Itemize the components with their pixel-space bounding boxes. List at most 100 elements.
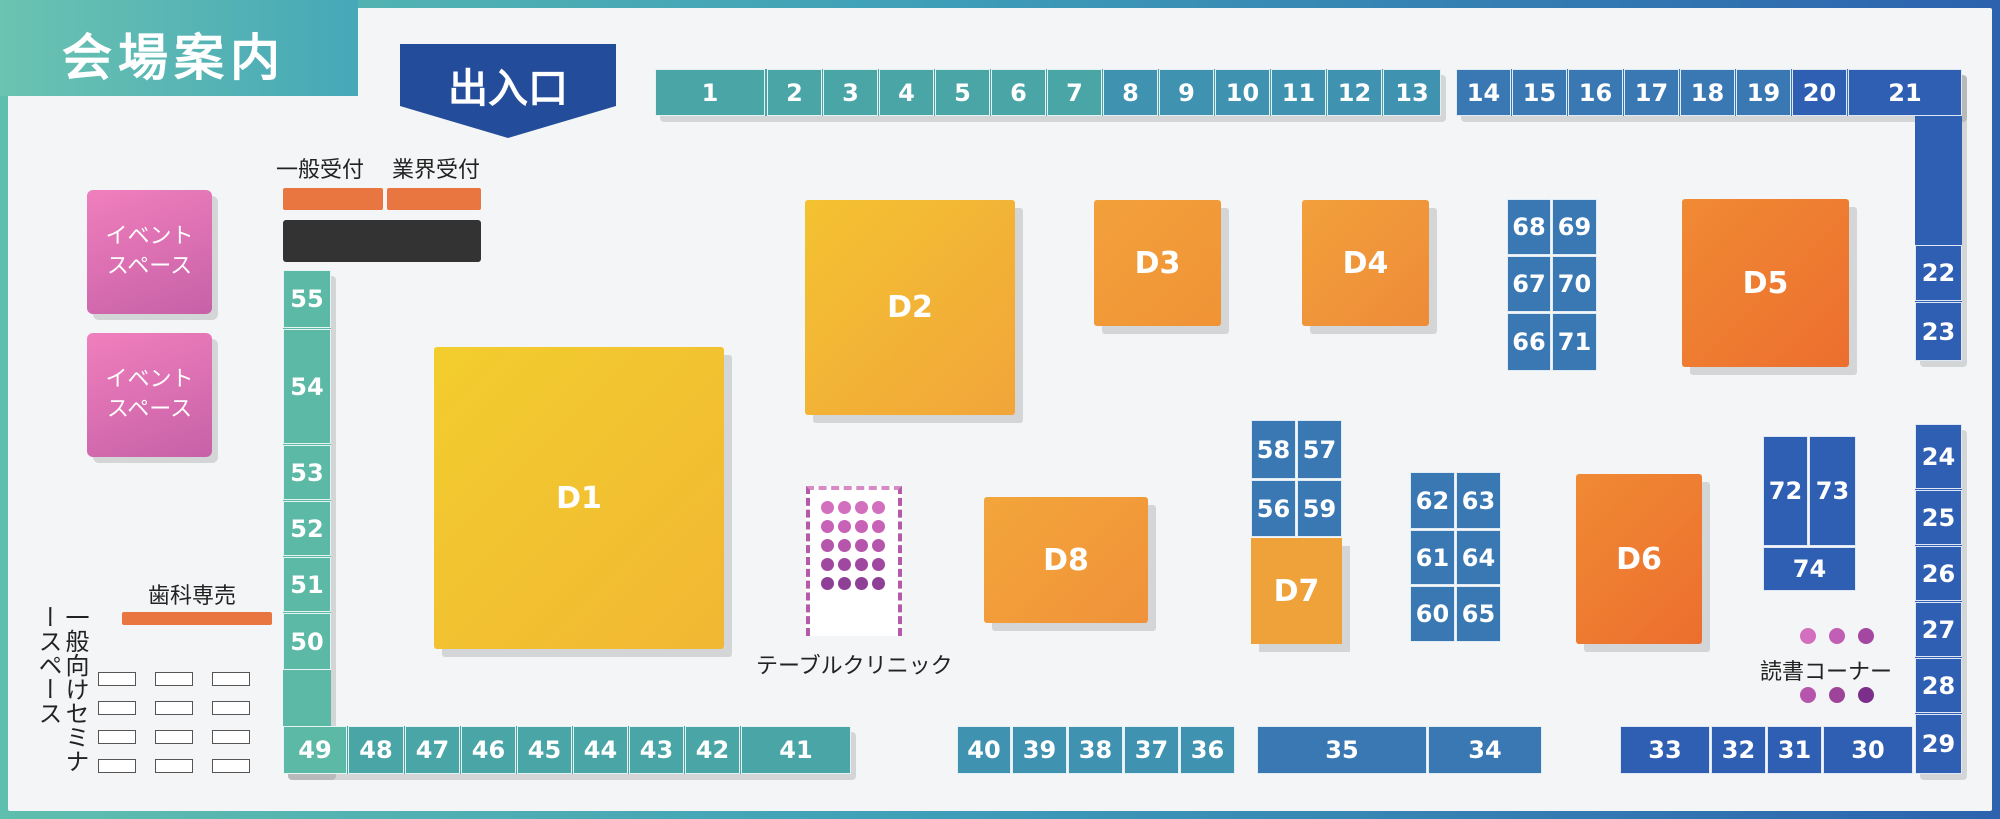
clinic-seat bbox=[821, 539, 834, 552]
clinic-seat bbox=[838, 558, 851, 571]
reading-seat bbox=[1858, 687, 1874, 703]
stall-2[interactable]: 2 bbox=[767, 69, 822, 116]
stall-8[interactable]: 8 bbox=[1103, 69, 1158, 116]
stall-30[interactable]: 30 bbox=[1823, 726, 1913, 774]
entrance-arrow bbox=[400, 44, 616, 138]
stall-41[interactable]: 41 bbox=[741, 726, 851, 774]
stall-24[interactable]: 24 bbox=[1915, 424, 1962, 489]
stall-61[interactable]: 61 bbox=[1410, 530, 1455, 585]
booth-d5[interactable]: D5 bbox=[1682, 199, 1849, 367]
stall-17[interactable]: 17 bbox=[1624, 69, 1679, 116]
stall-22[interactable]: 22 bbox=[1915, 245, 1962, 301]
stall-19[interactable]: 19 bbox=[1736, 69, 1791, 116]
stall-4[interactable]: 4 bbox=[879, 69, 934, 116]
stall-37[interactable]: 37 bbox=[1124, 726, 1179, 774]
stall-16[interactable]: 16 bbox=[1568, 69, 1623, 116]
stall-23[interactable]: 23 bbox=[1915, 302, 1962, 361]
stall-25[interactable]: 25 bbox=[1915, 490, 1962, 545]
stall-14[interactable]: 14 bbox=[1456, 69, 1511, 116]
stall-26[interactable]: 26 bbox=[1915, 546, 1962, 601]
stall-65[interactable]: 65 bbox=[1456, 586, 1501, 642]
stall-69[interactable]: 69 bbox=[1552, 199, 1597, 255]
stall-43[interactable]: 43 bbox=[629, 726, 684, 774]
stall-63[interactable]: 63 bbox=[1456, 472, 1501, 529]
seminar-seat bbox=[155, 672, 193, 686]
stall-53[interactable]: 53 bbox=[283, 445, 331, 500]
reading-seat bbox=[1858, 628, 1874, 644]
stall-44[interactable]: 44 bbox=[573, 726, 628, 774]
stall-71[interactable]: 71 bbox=[1552, 313, 1597, 371]
stall-5[interactable]: 5 bbox=[935, 69, 990, 116]
stall-28[interactable]: 28 bbox=[1915, 658, 1962, 713]
stall-3[interactable]: 3 bbox=[823, 69, 878, 116]
stall-66[interactable]: 66 bbox=[1507, 313, 1551, 371]
stall-59[interactable]: 59 bbox=[1297, 480, 1342, 537]
clinic-seat bbox=[821, 501, 834, 514]
stall-6[interactable]: 6 bbox=[991, 69, 1046, 116]
seminar-seat bbox=[212, 730, 250, 744]
stall-60[interactable]: 60 bbox=[1410, 586, 1455, 642]
stall-18[interactable]: 18 bbox=[1680, 69, 1735, 116]
stall-46[interactable]: 46 bbox=[461, 726, 516, 774]
clinic-seat bbox=[821, 558, 834, 571]
booth-d6[interactable]: D6 bbox=[1576, 474, 1702, 644]
stall-54[interactable]: 54 bbox=[283, 329, 331, 444]
seminar-space-label: 一般向けセミナースペース bbox=[34, 605, 89, 773]
stall-21[interactable]: 21 bbox=[1848, 69, 1962, 116]
stall-10[interactable]: 10 bbox=[1215, 69, 1270, 116]
booth-d2[interactable]: D2 bbox=[805, 200, 1015, 415]
stall-12[interactable]: 12 bbox=[1327, 69, 1382, 116]
stall-62[interactable]: 62 bbox=[1410, 472, 1455, 529]
stall-56[interactable]: 56 bbox=[1251, 480, 1296, 537]
booth-d3[interactable]: D3 bbox=[1094, 200, 1221, 326]
booth-d4[interactable]: D4 bbox=[1302, 200, 1429, 326]
industry-reception-label: 業界受付 bbox=[392, 158, 481, 183]
stall-58[interactable]: 58 bbox=[1251, 420, 1296, 479]
stall-1[interactable]: 1 bbox=[655, 69, 765, 116]
stall-55[interactable]: 55 bbox=[283, 270, 331, 328]
stall-57[interactable]: 57 bbox=[1297, 420, 1342, 479]
stall-68[interactable]: 68 bbox=[1507, 199, 1551, 255]
stall-13[interactable]: 13 bbox=[1383, 69, 1441, 116]
stall-72[interactable]: 72 bbox=[1763, 436, 1808, 546]
stall-64[interactable]: 64 bbox=[1456, 530, 1501, 585]
stall-73[interactable]: 73 bbox=[1809, 436, 1856, 546]
stall-7[interactable]: 7 bbox=[1047, 69, 1102, 116]
stall-27[interactable]: 27 bbox=[1915, 602, 1962, 657]
clinic-seat bbox=[855, 539, 868, 552]
clinic-seat bbox=[872, 539, 885, 552]
booth-d1[interactable]: D1 bbox=[434, 347, 724, 649]
stall-49[interactable]: 49 bbox=[283, 726, 347, 774]
stall-20[interactable]: 20 bbox=[1792, 69, 1847, 116]
stall-11[interactable]: 11 bbox=[1271, 69, 1326, 116]
clinic-seat bbox=[838, 520, 851, 533]
stall-15[interactable]: 15 bbox=[1512, 69, 1567, 116]
stall-50[interactable]: 50 bbox=[283, 613, 331, 670]
stall-31[interactable]: 31 bbox=[1767, 726, 1822, 774]
stall-38[interactable]: 38 bbox=[1068, 726, 1123, 774]
stall-67[interactable]: 67 bbox=[1507, 256, 1551, 312]
stall-52[interactable]: 52 bbox=[283, 501, 331, 556]
stall-35[interactable]: 35 bbox=[1257, 726, 1427, 774]
stall-29[interactable]: 29 bbox=[1915, 714, 1962, 774]
stall-32[interactable]: 32 bbox=[1711, 726, 1766, 774]
stall-9[interactable]: 9 bbox=[1159, 69, 1214, 116]
stall-45[interactable]: 45 bbox=[517, 726, 572, 774]
stall-34[interactable]: 34 bbox=[1428, 726, 1542, 774]
stall-70[interactable]: 70 bbox=[1552, 256, 1597, 312]
stall-42[interactable]: 42 bbox=[685, 726, 740, 774]
stall-36[interactable]: 36 bbox=[1180, 726, 1235, 774]
seminar-seat bbox=[98, 730, 136, 744]
clinic-seat bbox=[872, 558, 885, 571]
entrance-label: 出入口 bbox=[448, 66, 568, 112]
stall-33[interactable]: 33 bbox=[1620, 726, 1710, 774]
stall-39[interactable]: 39 bbox=[1012, 726, 1067, 774]
stall-47[interactable]: 47 bbox=[405, 726, 460, 774]
stall-40[interactable]: 40 bbox=[957, 726, 1011, 774]
stall-51[interactable]: 51 bbox=[283, 557, 331, 612]
clinic-seat bbox=[872, 501, 885, 514]
stall-48[interactable]: 48 bbox=[348, 726, 404, 774]
stall-74[interactable]: 74 bbox=[1763, 547, 1856, 591]
booth-d8[interactable]: D8 bbox=[984, 497, 1148, 623]
booth-d7[interactable]: D7 bbox=[1251, 538, 1342, 644]
